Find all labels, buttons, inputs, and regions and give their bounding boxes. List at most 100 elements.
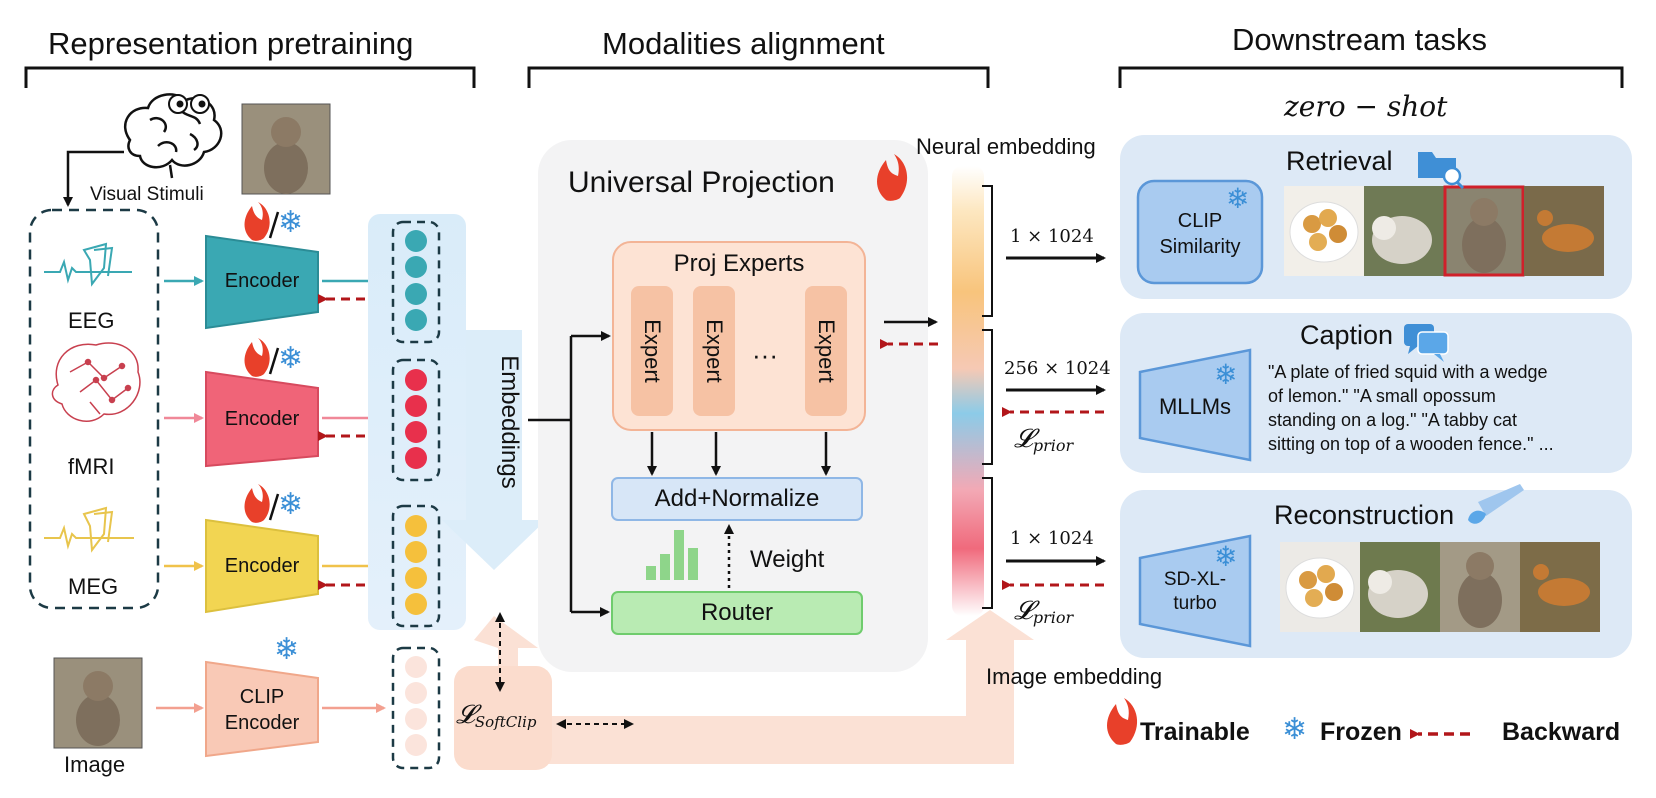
loss-prior-sub: prior [1032, 608, 1074, 628]
embeddings-arrow [442, 330, 546, 570]
sdxl-line2: turbo [1173, 593, 1217, 614]
loss-prior-reconstruction: 𝓛prior [1014, 596, 1073, 627]
modality-label-meg: MEG [68, 574, 119, 599]
snowflake-icon: ❄ [1214, 359, 1238, 390]
universal-projection-title: Universal Projection [568, 166, 835, 199]
dim-label-2: 256 × 1024 [1004, 358, 1111, 379]
chat-bubbles-icon [1404, 324, 1449, 362]
legend-backward: Backward [1502, 718, 1621, 746]
clip-encoder-line1: CLIP [239, 686, 285, 708]
caption-text-line: "A plate of fried squid with a wedge [1268, 362, 1548, 382]
flame-icon [244, 484, 270, 523]
clip-similarity-line1: CLIP [1177, 210, 1223, 232]
loss-softclip: 𝓛SoftClip [456, 700, 536, 731]
expert-label: Expert [814, 319, 839, 383]
clip-similarity-label: CLIP Similarity [1138, 208, 1262, 260]
snowflake-icon: ❄ [278, 206, 304, 239]
flame-icon [244, 338, 270, 377]
section-header-alignment: Modalities alignment [602, 26, 885, 61]
stimulus-cat-photo [241, 103, 331, 195]
folder-search-icon [1418, 152, 1465, 190]
expert-label: Expert [702, 319, 727, 383]
input-cat-photo [53, 657, 143, 749]
loss-prior-sub: prior [1032, 436, 1074, 456]
bar-chart-icon [646, 530, 698, 580]
encoder-label-fmri: Encoder [224, 408, 300, 430]
router-box [611, 591, 863, 635]
paint-brush-icon [1468, 484, 1524, 524]
caption-text-line: standing on a log." "A tabby cat [1268, 410, 1517, 430]
neural-embedding-label: Neural embedding [916, 134, 1096, 159]
caption-text-line: of lemon." "A small opossum [1268, 386, 1496, 406]
visual-stimuli-label: Visual Stimuli [90, 184, 204, 205]
expert-ellipsis: ··· [752, 340, 778, 370]
expert-1: Expert [631, 286, 673, 416]
mllms-block [1138, 348, 1252, 462]
embeddings-label: Embeddings [494, 342, 524, 502]
encoder-label-eeg: Encoder [224, 270, 300, 292]
stimuli-arrow [63, 150, 124, 207]
loss-softclip-sub: SoftClip [474, 713, 537, 732]
reconstruction-images [1280, 542, 1600, 632]
router-label: Router [700, 599, 774, 626]
zero-shot-label: zero − shot [1284, 90, 1448, 123]
expert-2: Expert [693, 286, 735, 416]
bracket-dim-3 [982, 477, 993, 609]
neural-embedding-bar [952, 166, 984, 616]
encoder-label-meg: Encoder [224, 555, 300, 577]
bracket-dim-1 [982, 185, 993, 317]
reconstruction-title: Reconstruction [1274, 500, 1455, 530]
clip-encoder [205, 660, 319, 758]
clip-similarity-line2: Similarity [1159, 236, 1241, 258]
eeg-icon [44, 242, 132, 287]
add-normalize-box [611, 477, 863, 521]
brain-icon [123, 93, 223, 179]
bracket-downstream [1118, 66, 1624, 88]
caption-title: Caption [1300, 320, 1394, 350]
loss-prior-main: 𝓛 [1014, 424, 1033, 454]
snowflake-icon: ❄ [274, 633, 300, 666]
expert-n: Expert [805, 286, 847, 416]
modalities-box [28, 208, 160, 610]
flame-icon [244, 202, 270, 241]
snowflake-icon: ❄ [1282, 713, 1308, 746]
snowflake-icon: ❄ [278, 342, 304, 375]
embeddings-text: Embeddings [496, 355, 523, 489]
proj-experts-box [612, 241, 866, 431]
image-embedding-label: Image embedding [986, 664, 1163, 689]
expert-label: Expert [640, 319, 665, 383]
bracket-alignment [527, 66, 990, 88]
meg-encoder [205, 518, 319, 614]
dim-label-1: 1 × 1024 [1010, 226, 1094, 247]
snowflake-icon: ❄ [278, 488, 304, 521]
image-embedding-dots [391, 646, 441, 770]
legend-trainable: Trainable [1140, 718, 1250, 746]
caption-text-line: sitting on top of a wooden fence." ... [1268, 434, 1554, 454]
bracket-pretraining [24, 66, 476, 88]
snowflake-icon: ❄ [1214, 541, 1238, 572]
loss-softclip-main: 𝓛 [456, 700, 475, 730]
flame-icon [877, 154, 908, 201]
eeg-embedding-dots [391, 220, 441, 344]
modality-label-eeg: EEG [68, 308, 115, 333]
proj-experts-title: Proj Experts [673, 250, 805, 277]
fmri-icon [51, 342, 141, 422]
clip-similarity-box [1136, 179, 1264, 285]
eye-icon [168, 94, 210, 114]
dim-label-3: 1 × 1024 [1010, 528, 1094, 549]
legend-frozen: Frozen [1320, 718, 1402, 746]
section-header-pretraining: Representation pretraining [48, 26, 414, 61]
snowflake-icon: ❄ [1226, 183, 1250, 214]
meg-icon [44, 506, 134, 553]
sdxl-line1: SD-XL- [1163, 569, 1227, 590]
eeg-encoder [205, 234, 319, 330]
flame-icon [1107, 698, 1138, 745]
add-normalize-label: Add+Normalize [654, 485, 820, 512]
mllms-label: MLLMs [1158, 394, 1232, 419]
image-label: Image [64, 752, 126, 777]
sdxl-label: SD-XL- turbo [1142, 568, 1248, 616]
caption-text: "A plate of fried squid with a wedge of … [1268, 360, 1554, 456]
clip-encoder-line2: Encoder [224, 712, 300, 734]
bracket-dim-2 [982, 329, 993, 465]
